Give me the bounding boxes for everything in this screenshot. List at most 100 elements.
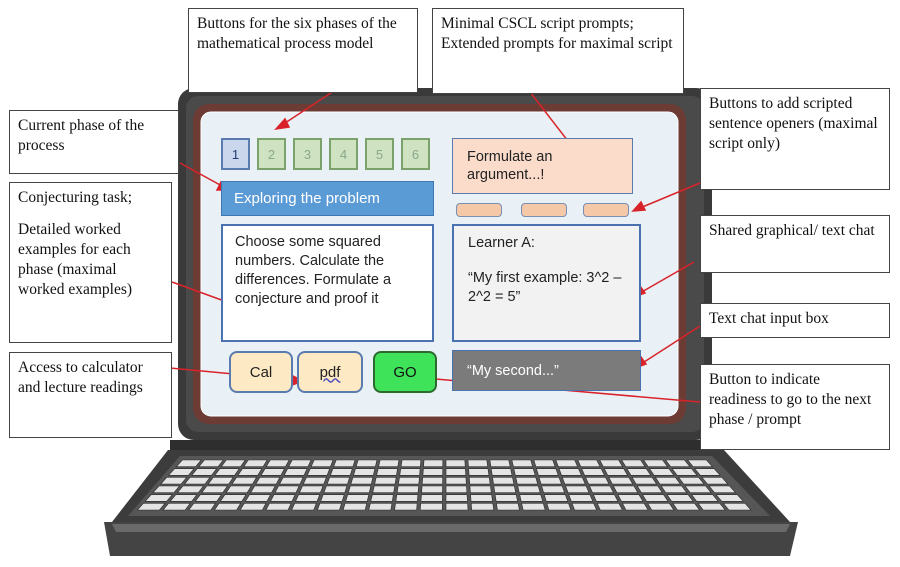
sentence-opener-button-2[interactable] bbox=[521, 203, 567, 217]
keyboard-key bbox=[400, 459, 422, 467]
keyboard-key bbox=[183, 477, 211, 485]
keyboard-key bbox=[555, 459, 579, 467]
chat-message: “My first example: 3^2 – 2^2 = 5” bbox=[468, 270, 622, 305]
keyboard-key bbox=[255, 477, 281, 485]
keyboard-key bbox=[511, 459, 534, 467]
keyboard-key bbox=[323, 485, 348, 493]
keyboard-key bbox=[310, 459, 334, 467]
go-button[interactable]: GO bbox=[373, 351, 437, 393]
keyboard-key bbox=[470, 503, 495, 511]
sentence-opener-button-3[interactable] bbox=[583, 203, 629, 217]
keyboard-key bbox=[213, 503, 242, 511]
keyboard-key bbox=[541, 485, 565, 493]
keyboard-key bbox=[538, 477, 562, 485]
keyboard-key bbox=[144, 494, 173, 502]
phase-button-5[interactable]: 5 bbox=[365, 138, 394, 170]
keyboard-key bbox=[515, 477, 539, 485]
keyboard-key bbox=[513, 468, 536, 476]
keyboard-key bbox=[671, 468, 698, 476]
keyboard-key bbox=[398, 477, 420, 485]
keyboard-key bbox=[239, 503, 267, 511]
keyboard-key bbox=[493, 485, 517, 493]
keyboard-key bbox=[492, 477, 515, 485]
keyboard-key bbox=[577, 459, 601, 467]
callout-worked-examples: Detailed worked examples for each phase … bbox=[18, 221, 133, 298]
keyboard-key bbox=[399, 468, 421, 476]
keyboard-key bbox=[665, 459, 691, 467]
keyboard-key bbox=[589, 485, 614, 493]
keyboard-key bbox=[445, 485, 468, 493]
phase-button-2[interactable]: 2 bbox=[257, 138, 286, 170]
phase-button-6[interactable]: 6 bbox=[401, 138, 430, 170]
sentence-opener-button-1[interactable] bbox=[456, 203, 502, 217]
keyboard-key bbox=[496, 503, 520, 511]
callout-readiness-button: Button to indicate readiness to go to th… bbox=[700, 364, 890, 450]
keyboard-key bbox=[353, 468, 376, 476]
keyboard-key bbox=[243, 459, 268, 467]
callout-shared-chat: Shared graphical/ text chat bbox=[700, 215, 890, 273]
keyboard-key bbox=[445, 494, 468, 502]
keyboard-key bbox=[191, 468, 218, 476]
keyboard-key bbox=[394, 503, 418, 511]
keyboard-key bbox=[666, 494, 694, 502]
keyboard-key bbox=[329, 468, 353, 476]
keyboard-key bbox=[672, 503, 701, 511]
pdf-readings-button[interactable]: pdf bbox=[297, 351, 363, 393]
keyboard-key bbox=[467, 459, 489, 467]
keyboard-key bbox=[678, 477, 705, 485]
keyboard-key bbox=[617, 494, 644, 502]
keyboard-key bbox=[686, 459, 714, 467]
keyboard-key bbox=[376, 468, 398, 476]
keyboard-key bbox=[470, 494, 493, 502]
keyboard-key bbox=[647, 503, 675, 511]
callout-phase-buttons: Buttons for the six phases of the mathem… bbox=[188, 8, 418, 93]
phase-button-4[interactable]: 4 bbox=[329, 138, 358, 170]
calculator-button[interactable]: Cal bbox=[229, 351, 293, 393]
keyboard-key bbox=[561, 477, 586, 485]
keyboard-key bbox=[395, 494, 419, 502]
keyboard-key bbox=[612, 485, 639, 493]
keyboard-key bbox=[419, 503, 443, 511]
keyboard-key bbox=[643, 459, 669, 467]
keyboard-key bbox=[558, 468, 582, 476]
keyboard-key bbox=[521, 503, 546, 511]
keyboard-key bbox=[283, 468, 308, 476]
keyboard-key bbox=[250, 485, 276, 493]
keyboard-key bbox=[468, 477, 491, 485]
keyboard-key bbox=[468, 468, 490, 476]
keyboard-key bbox=[378, 459, 400, 467]
phase-button-1[interactable]: 1 bbox=[221, 138, 250, 170]
keyboard-key bbox=[342, 503, 368, 511]
keyboard-key bbox=[621, 459, 646, 467]
keyboard-key bbox=[152, 485, 181, 493]
keyboard-key bbox=[374, 477, 397, 485]
keyboard-key bbox=[265, 459, 290, 467]
keyboard-key bbox=[299, 485, 324, 493]
keyboard-key bbox=[169, 494, 198, 502]
keyboard-key bbox=[603, 468, 629, 476]
keyboard-key bbox=[445, 468, 467, 476]
keyboard-key bbox=[423, 459, 444, 467]
keyboard-key bbox=[546, 503, 572, 511]
keyboard-key bbox=[188, 503, 216, 511]
keyboard-key bbox=[320, 494, 345, 502]
keyboard-key bbox=[445, 503, 469, 511]
script-prompt-box: Formulate an argument...! bbox=[452, 138, 633, 194]
keyboard-key bbox=[684, 485, 712, 493]
chat-input-box[interactable]: “My second...” bbox=[452, 350, 641, 391]
phase-button-3[interactable]: 3 bbox=[293, 138, 322, 170]
keyboard-key bbox=[568, 494, 594, 502]
keyboard-key bbox=[214, 468, 240, 476]
keyboard-key bbox=[333, 459, 356, 467]
keyboard-key bbox=[274, 485, 300, 493]
keyboard-key bbox=[194, 494, 222, 502]
keyboard-key bbox=[347, 485, 372, 493]
keyboard-key bbox=[279, 477, 304, 485]
callout-conjecturing-task: Conjecturing task; bbox=[18, 189, 133, 206]
keyboard-key bbox=[543, 494, 569, 502]
chat-speaker: Learner A: bbox=[468, 235, 535, 251]
keyboard-key bbox=[642, 494, 669, 502]
keyboard-key bbox=[533, 459, 556, 467]
keyboard-key bbox=[571, 503, 598, 511]
keyboard-key bbox=[355, 459, 378, 467]
